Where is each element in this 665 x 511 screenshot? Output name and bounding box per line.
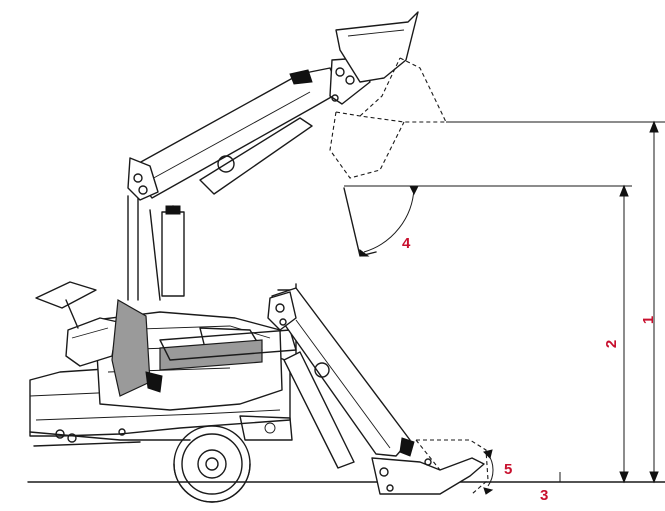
ground-bucket-solid (371, 457, 485, 495)
front-wheel (173, 425, 251, 503)
ground-bucket-dashed (415, 439, 494, 495)
lowered-loader-arm (267, 283, 415, 469)
top-bucket-dashed (329, 57, 447, 179)
raised-loader-arm (127, 57, 371, 201)
dimension-2 (344, 184, 632, 484)
label-3: 3 (540, 487, 548, 504)
loader-mount (111, 195, 297, 397)
steering-wheel (35, 281, 97, 309)
arc-4 (363, 187, 415, 253)
label-2: 2 (603, 340, 620, 348)
mid-bucket (343, 185, 419, 257)
label-4: 4 (402, 235, 411, 252)
dimension-1 (446, 120, 665, 484)
label-1: 1 (640, 316, 657, 324)
arc-5 (487, 453, 494, 487)
tractor-body (29, 281, 293, 447)
label-5: 5 (504, 461, 512, 478)
